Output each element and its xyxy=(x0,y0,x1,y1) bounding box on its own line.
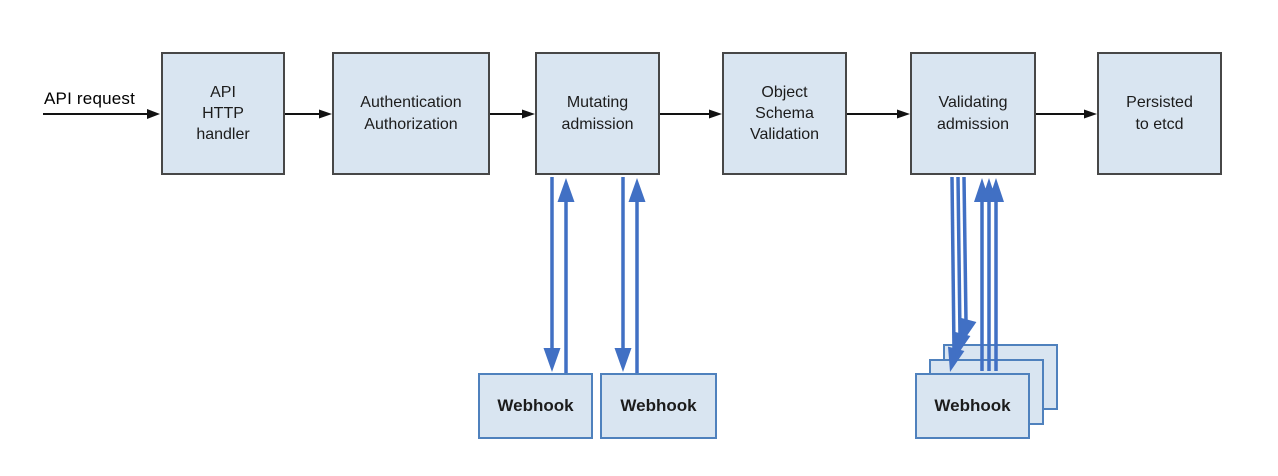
arrow-validating-up-2 xyxy=(981,178,997,371)
arrow-validating-up-1 xyxy=(974,178,990,371)
arrow-mutating-down-webhook-2 xyxy=(614,177,632,372)
arrow-validating-down-front xyxy=(948,176,965,372)
arrow-auth-to-mutating xyxy=(490,109,535,119)
arrow-webhook-2-up-mutating xyxy=(628,178,646,373)
mutating-webhook-2: Webhook xyxy=(600,373,717,439)
api-request-label: API request xyxy=(44,89,136,108)
node-api-http-handler: API HTTP handler xyxy=(161,52,285,175)
validating-webhook-front: Webhook xyxy=(915,373,1030,439)
arrow-api-request xyxy=(43,109,160,119)
node-persisted-to-etcd: Persisted to etcd xyxy=(1097,52,1222,175)
node-object-schema-validation: Object Schema Validation xyxy=(722,52,847,175)
arrow-validating-down-back xyxy=(960,176,977,343)
node-validating-admission: Validating admission xyxy=(910,52,1036,175)
arrow-mutating-to-schema xyxy=(660,109,722,119)
node-authentication-authorization: Authentication Authorization xyxy=(332,52,490,175)
mutating-webhook-1: Webhook xyxy=(478,373,593,439)
node-mutating-admission: Mutating admission xyxy=(535,52,660,175)
arrow-schema-to-validating xyxy=(847,109,910,119)
arrow-validating-up-3 xyxy=(988,178,1004,371)
arrow-handler-to-auth xyxy=(285,109,332,119)
arrow-validating-down-middle xyxy=(954,176,971,357)
arrow-webhook-1-up-mutating xyxy=(557,178,575,373)
arrow-mutating-down-webhook-1 xyxy=(543,177,561,372)
arrow-validating-to-etcd xyxy=(1036,109,1097,119)
